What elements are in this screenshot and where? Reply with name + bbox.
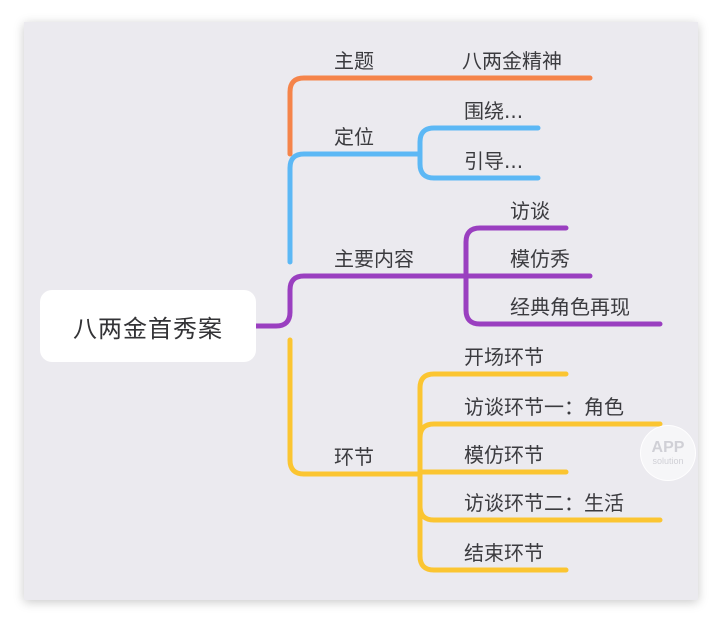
child-connector [417,151,541,181]
branch-connector-position [287,151,423,265]
branch-label-position[interactable]: 定位 [334,125,374,149]
child-connector [463,273,663,327]
child-label[interactable]: 八两金精神 [462,49,562,73]
child-label[interactable]: 访谈环节一：角色 [464,395,624,419]
child-connector [417,471,569,573]
root-connector [253,309,293,329]
branch-connector-theme [287,75,461,157]
branch-label-segments[interactable]: 环节 [334,445,374,469]
app-solution-watermark: APP solution [640,425,696,481]
branch-connector-segments [287,337,423,477]
branch-label-theme[interactable]: 主题 [334,49,374,73]
child-label[interactable]: 开场环节 [464,345,544,369]
root-node-label: 八两金首秀案 [73,314,223,343]
watermark-line-2: solution [652,456,684,466]
child-label[interactable]: 经典角色再现 [510,295,630,319]
child-label[interactable]: 结束环节 [464,541,544,565]
branch-connector-content [287,273,469,315]
child-label[interactable]: 模仿环节 [464,443,544,467]
branch-label-content[interactable]: 主要内容 [334,247,414,271]
child-label[interactable]: 围绕... [464,99,523,123]
child-connector [417,421,663,477]
child-label[interactable]: 访谈 [510,199,550,223]
child-label[interactable]: 模仿秀 [510,247,570,271]
child-connector [463,225,569,279]
child-connector [417,371,569,477]
child-label[interactable]: 引导... [464,149,523,173]
child-label[interactable]: 访谈环节二：生活 [464,491,624,515]
root-node[interactable]: 八两金首秀案 [40,290,256,362]
child-connector [417,125,541,157]
watermark-line-1: APP [651,439,685,456]
